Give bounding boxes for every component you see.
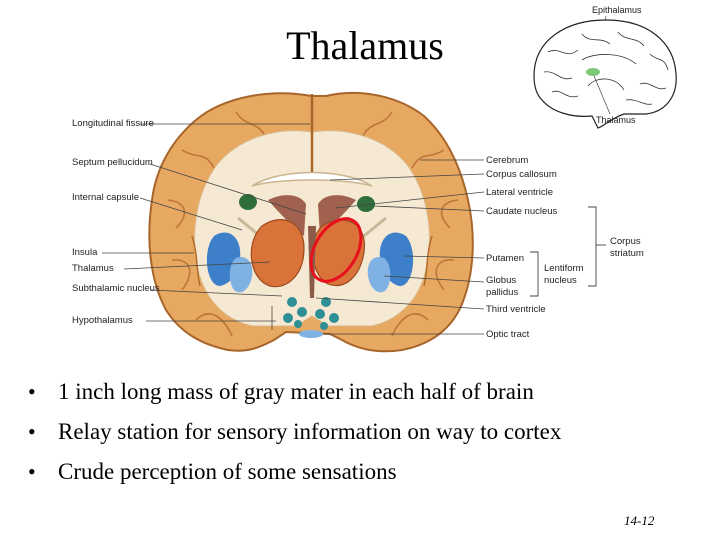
caudate-nucleus-right <box>357 196 375 212</box>
label-thalamus: Thalamus <box>72 263 114 274</box>
bullet-item: • Relay station for sensory information … <box>28 412 708 452</box>
slide-number: 14-12 <box>624 513 655 528</box>
label-hypothalamus: Hypothalamus <box>72 315 133 326</box>
label-septum-pellucidum: Septum pellucidum <box>72 157 153 168</box>
label-caudate-nucleus: Caudate nucleus <box>486 206 558 217</box>
bullet-text: 1 inch long mass of gray mater in each h… <box>58 379 534 404</box>
inset-thalamus <box>586 68 600 76</box>
label-cerebrum: Cerebrum <box>486 155 528 166</box>
inset-brain: Epithalamus Thalamus <box>533 5 677 129</box>
hypothalamus <box>283 297 339 330</box>
globus-pallidus-left <box>229 256 253 293</box>
label-lentiform-line1: Lentiform <box>544 263 584 274</box>
left-labels: Longitudinal fissure Septum pellucidum I… <box>72 118 310 330</box>
bullet-marker: • <box>28 419 36 444</box>
globus-pallidus-right <box>367 256 391 293</box>
label-globus-pallidus-line2: pallidus <box>486 287 518 298</box>
inset-brain-outline <box>533 19 677 129</box>
label-insula: Insula <box>72 247 98 258</box>
brain-coronal-section-figure: Longitudinal fissure Septum pellucidum I… <box>72 5 677 353</box>
right-labels: Cerebrum Corpus callosum Lateral ventric… <box>315 155 644 340</box>
label-longitudinal-fissure: Longitudinal fissure <box>72 118 154 129</box>
inset-label-thalamus: Thalamus <box>596 115 636 125</box>
caudate-nucleus-left <box>239 194 257 210</box>
label-putamen: Putamen <box>486 253 524 264</box>
label-third-ventricle: Third ventricle <box>486 304 546 315</box>
bullet-item: • Crude perception of some sensations <box>28 452 708 492</box>
bullet-marker: • <box>28 379 36 404</box>
bullet-text: Crude perception of some sensations <box>58 459 397 484</box>
thalamus-left <box>250 219 305 288</box>
label-optic-tract: Optic tract <box>486 329 530 340</box>
bracket-corpus-striatum <box>588 206 597 287</box>
label-corpus-callosum: Corpus callosum <box>486 169 557 180</box>
bullet-list: • 1 inch long mass of gray mater in each… <box>28 372 708 492</box>
slide-title: Thalamus <box>286 23 444 68</box>
bullet-text: Relay station for sensory information on… <box>58 419 562 444</box>
thalamus-highlight-ellipse <box>309 217 363 283</box>
corpus-callosum <box>251 171 373 187</box>
bullet-marker: • <box>28 459 36 484</box>
label-subthalamic-nucleus: Subthalamic nucleus <box>72 283 160 294</box>
label-lentiform-line2: nucleus <box>544 275 577 286</box>
label-lateral-ventricle: Lateral ventricle <box>486 187 553 198</box>
optic-tract <box>299 330 323 338</box>
label-corpus-striatum-line1: Corpus <box>610 236 641 247</box>
inset-label-epithalamus: Epithalamus <box>592 5 642 15</box>
label-internal-capsule: Internal capsule <box>72 192 139 203</box>
brain-section <box>148 91 474 353</box>
bullet-item: • 1 inch long mass of gray mater in each… <box>28 372 708 412</box>
label-corpus-striatum-line2: striatum <box>610 248 644 259</box>
label-globus-pallidus-line1: Globus <box>486 275 516 286</box>
bracket-lentiform-nucleus <box>530 251 539 297</box>
